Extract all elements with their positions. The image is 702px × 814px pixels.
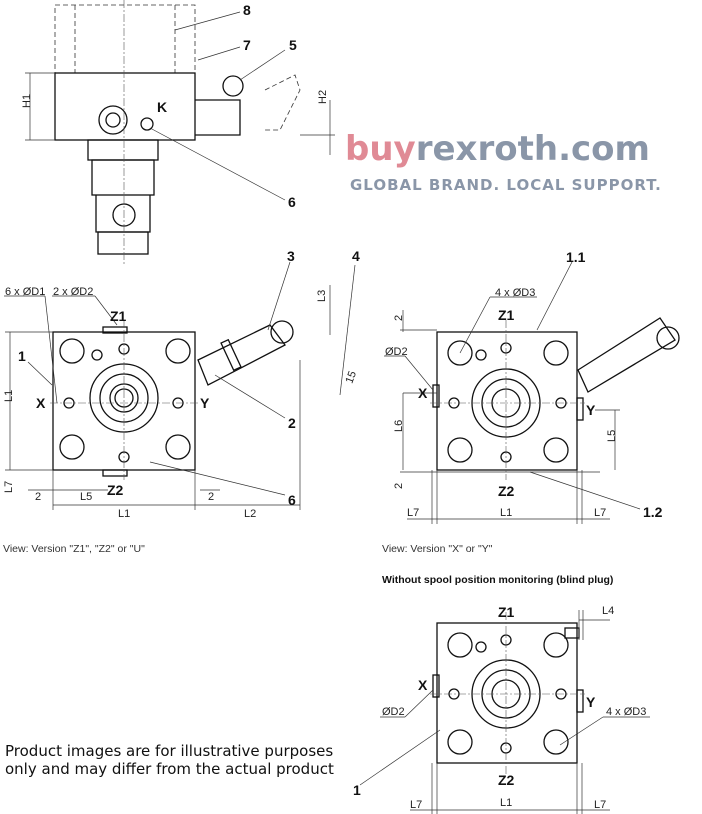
- dim-l7: L7: [3, 481, 15, 493]
- dim-l5: L5: [606, 430, 618, 442]
- port-z2: Z2: [498, 483, 515, 499]
- port-z2: Z2: [107, 482, 124, 498]
- view-3: Without spool position monitoring (blind…: [353, 574, 650, 814]
- disclaimer-footer: Product images are for illustrative purp…: [5, 742, 334, 778]
- port-z1: Z1: [498, 307, 515, 323]
- callout-6: 6: [288, 492, 296, 508]
- port-x: X: [418, 677, 428, 693]
- dim-l7-left: L7: [410, 799, 422, 811]
- dim-h1: H1: [21, 94, 33, 108]
- callout-1-1: 1.1: [566, 249, 586, 265]
- port-x: X: [36, 395, 46, 411]
- label-d3: 4 x ØD3: [495, 287, 535, 299]
- watermark-brand: buyrexroth.com: [345, 129, 650, 169]
- view-1-caption: View: Version "Z1", "Z2" or "U": [3, 543, 145, 555]
- dim-l6: L6: [393, 420, 405, 432]
- dim-2-left: 2: [35, 491, 41, 503]
- watermark: buyrexroth.com GLOBAL BRAND. LOCAL SUPPO…: [345, 129, 662, 194]
- callout-3: 3: [287, 248, 295, 264]
- dim-l1: L1: [118, 508, 130, 520]
- label-d2: ØD2: [382, 706, 405, 718]
- dim-h2: H2: [317, 90, 329, 104]
- label-d2: 2 x ØD2: [53, 286, 93, 298]
- dim-l2: L2: [244, 508, 256, 520]
- dim-l7-left: L7: [407, 507, 419, 519]
- port-z1: Z1: [498, 604, 515, 620]
- port-z2: Z2: [498, 772, 515, 788]
- port-y: Y: [586, 402, 596, 418]
- callout-5: 5: [289, 37, 297, 53]
- port-x: X: [418, 385, 428, 401]
- dim-l7-right: L7: [594, 799, 606, 811]
- label-d1: 6 x ØD1: [5, 286, 45, 298]
- top-view: 8 7 5 K H1 H2 6: [21, 0, 335, 265]
- callout-1: 1: [353, 782, 361, 798]
- label-d2: ØD2: [385, 346, 408, 358]
- dim-l3: L3: [316, 290, 328, 302]
- callout-8: 8: [243, 2, 251, 18]
- port-k-label: K: [157, 99, 167, 115]
- port-y: Y: [200, 395, 210, 411]
- dim-l5: L5: [80, 491, 92, 503]
- dim-2-right: 2: [208, 491, 214, 503]
- view-1: 6 x ØD1 2 x ØD2 Z1 Z2 1 X Y L1 L7 2 L5 L…: [3, 248, 360, 555]
- dim-l7-right: L7: [594, 507, 606, 519]
- watermark-tagline: GLOBAL BRAND. LOCAL SUPPORT.: [350, 176, 662, 194]
- view-3-caption: Without spool position monitoring (blind…: [382, 574, 613, 586]
- view-2: 1.1 4 x ØD3 Z1 Z2 2 2 ØD2 X Y L6 L5 1.2 …: [382, 249, 680, 555]
- callout-4: 4: [352, 248, 360, 264]
- dim-l1: L1: [500, 797, 512, 809]
- dim-2-bottom: 2: [393, 483, 405, 489]
- port-y: Y: [586, 694, 596, 710]
- dim-l4: L4: [602, 605, 614, 617]
- dim-l1-vertical: L1: [3, 390, 15, 402]
- callout-6: 6: [288, 194, 296, 210]
- dim-l1: L1: [500, 507, 512, 519]
- port-z1: Z1: [110, 308, 127, 324]
- callout-1: 1: [18, 348, 26, 364]
- label-d3: 4 x ØD3: [606, 706, 646, 718]
- callout-1-2: 1.2: [643, 504, 663, 520]
- callout-7: 7: [243, 37, 251, 53]
- dim-2-top: 2: [393, 315, 405, 321]
- callout-2: 2: [288, 415, 296, 431]
- view-2-caption: View: Version "X" or "Y": [382, 543, 493, 555]
- dim-15: 15: [344, 369, 359, 385]
